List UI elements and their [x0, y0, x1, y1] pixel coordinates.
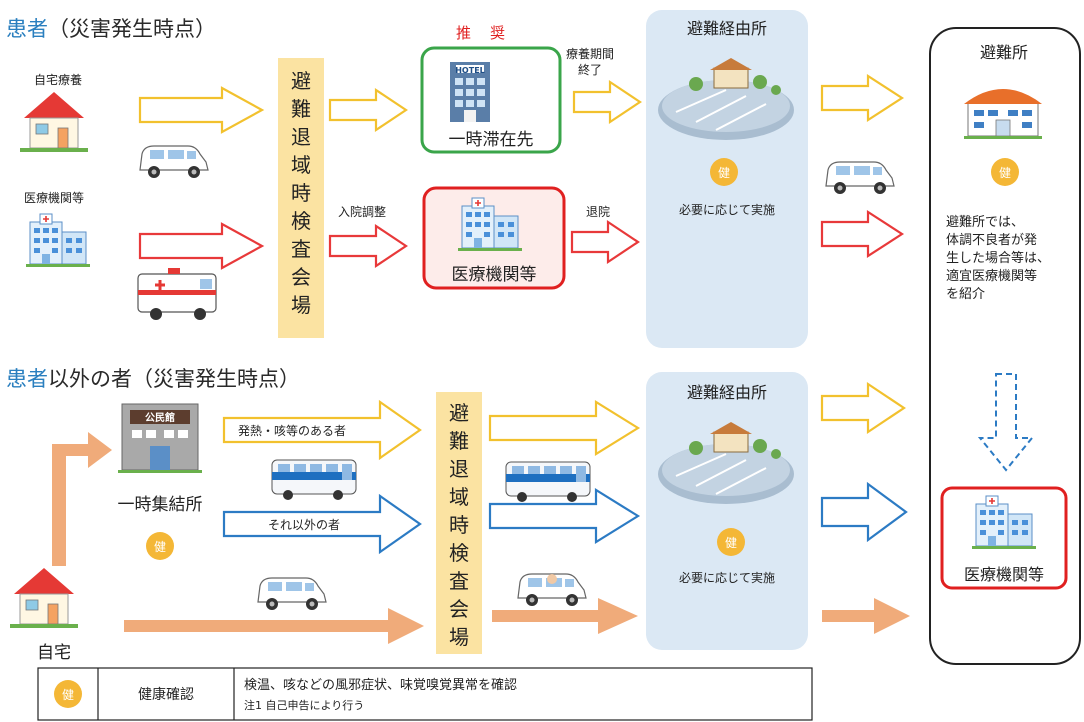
- orange-arrow: [492, 598, 638, 634]
- car-icon: [825, 161, 895, 195]
- home-care-house-icon: [19, 91, 89, 153]
- hospital-icon: [25, 213, 91, 268]
- home-label: 自宅: [37, 643, 71, 663]
- temporary-stay-label: 一時滞在先: [449, 130, 534, 150]
- yellow-arrow: [488, 400, 641, 456]
- red-arrow: [820, 209, 905, 259]
- waypoint-bottom-title: 避難経由所: [687, 383, 767, 402]
- heading-patients: 患者（災害発生時点）: [6, 17, 216, 41]
- car-icon: [139, 145, 209, 179]
- health-check-badge: [710, 158, 738, 186]
- community-hall-sign: 公民館: [145, 411, 175, 424]
- health-check-badge: [146, 532, 174, 560]
- shelter-building-icon: [963, 88, 1043, 140]
- health-check-badge: [717, 528, 745, 556]
- legend-desc-line1: 検温、咳などの風邪症状、味覚嗅覚異常を確認: [244, 677, 517, 693]
- ambulance-icon: [137, 268, 217, 320]
- orange-arrow: [822, 598, 910, 634]
- shelter-health-badge-text: 健: [999, 166, 1011, 180]
- yellow-arrow: [328, 87, 408, 133]
- yellow-arrow: [820, 381, 906, 435]
- inspection-gate-bottom-label: 避難退域時検査会場: [449, 401, 469, 649]
- waypoint-bottom-note: 必要に応じて実施: [679, 570, 775, 585]
- others-label: それ以外の者: [268, 518, 340, 532]
- hospital-stay-label: 医療機関等: [452, 265, 537, 285]
- inspection-gate-bottom: [436, 392, 482, 654]
- waypoint-bottom-box: [646, 372, 808, 650]
- label-home-care: 自宅療養: [34, 72, 82, 87]
- blue-arrow: [488, 488, 641, 544]
- shelter-note: 避難所では、体調不良者が発生した場合等は、適宜医療機関等を紹介: [946, 215, 1050, 302]
- discharge-label: 退院: [586, 205, 610, 219]
- legend-badge: 健: [62, 688, 74, 702]
- car-with-driver-icon: [517, 573, 587, 607]
- red-arrow: [328, 223, 408, 269]
- bus-icon: [505, 461, 591, 503]
- orange-path-to-assembly: [52, 432, 112, 566]
- inspection-gate-top: [278, 58, 324, 338]
- assembly-health-badge-text: 健: [154, 540, 166, 554]
- legend-desc-line2: 注1 自己申告により行う: [244, 698, 364, 712]
- yellow-arrow: [138, 86, 265, 134]
- waypoint-bottom-badge-text: 健: [725, 536, 737, 550]
- yellow-arrow: [572, 79, 642, 125]
- referral-dashed-arrow: [977, 373, 1035, 472]
- red-arrow: [570, 219, 640, 265]
- yellow-arrow-fever: [222, 399, 422, 461]
- legend-table: [37, 667, 813, 721]
- hotel-sign: HOTEL: [455, 66, 485, 75]
- bus-icon: [271, 459, 357, 501]
- label-medical-institutions: 医療機関等: [24, 190, 84, 205]
- waypoint-top-note: 必要に応じて実施: [679, 202, 775, 217]
- orange-arrow-home: [124, 608, 424, 644]
- waypoint-top-title: 避難経由所: [687, 19, 767, 38]
- shelter-title: 避難所: [980, 43, 1028, 62]
- care-period-end-label: 療養期間終了: [566, 46, 614, 77]
- health-check-badge: [991, 158, 1019, 186]
- community-hall-icon: [118, 403, 202, 473]
- shelter-hospital-label: 医療機関等: [964, 565, 1044, 584]
- legend-term: 健康確認: [138, 686, 194, 703]
- fever-cough-label: 発熱・咳等のある者: [238, 424, 346, 438]
- inspection-gate-top-label: 避難退域時検査会場: [291, 69, 311, 317]
- recommend-label: 推 奨: [456, 24, 507, 42]
- health-check-badge-text: 健: [718, 166, 730, 180]
- car-icon: [257, 577, 327, 611]
- heading-non-patients: 患者以外の者（災害発生時点）: [6, 367, 300, 391]
- yellow-arrow: [820, 73, 905, 123]
- blue-arrow: [820, 481, 908, 543]
- blue-arrow-others: [222, 493, 422, 555]
- admission-coordination-label: 入院調整: [338, 204, 386, 219]
- assembly-point-label: 一時集結所: [118, 495, 203, 515]
- red-arrow: [138, 222, 265, 270]
- home-house-icon: [9, 567, 79, 629]
